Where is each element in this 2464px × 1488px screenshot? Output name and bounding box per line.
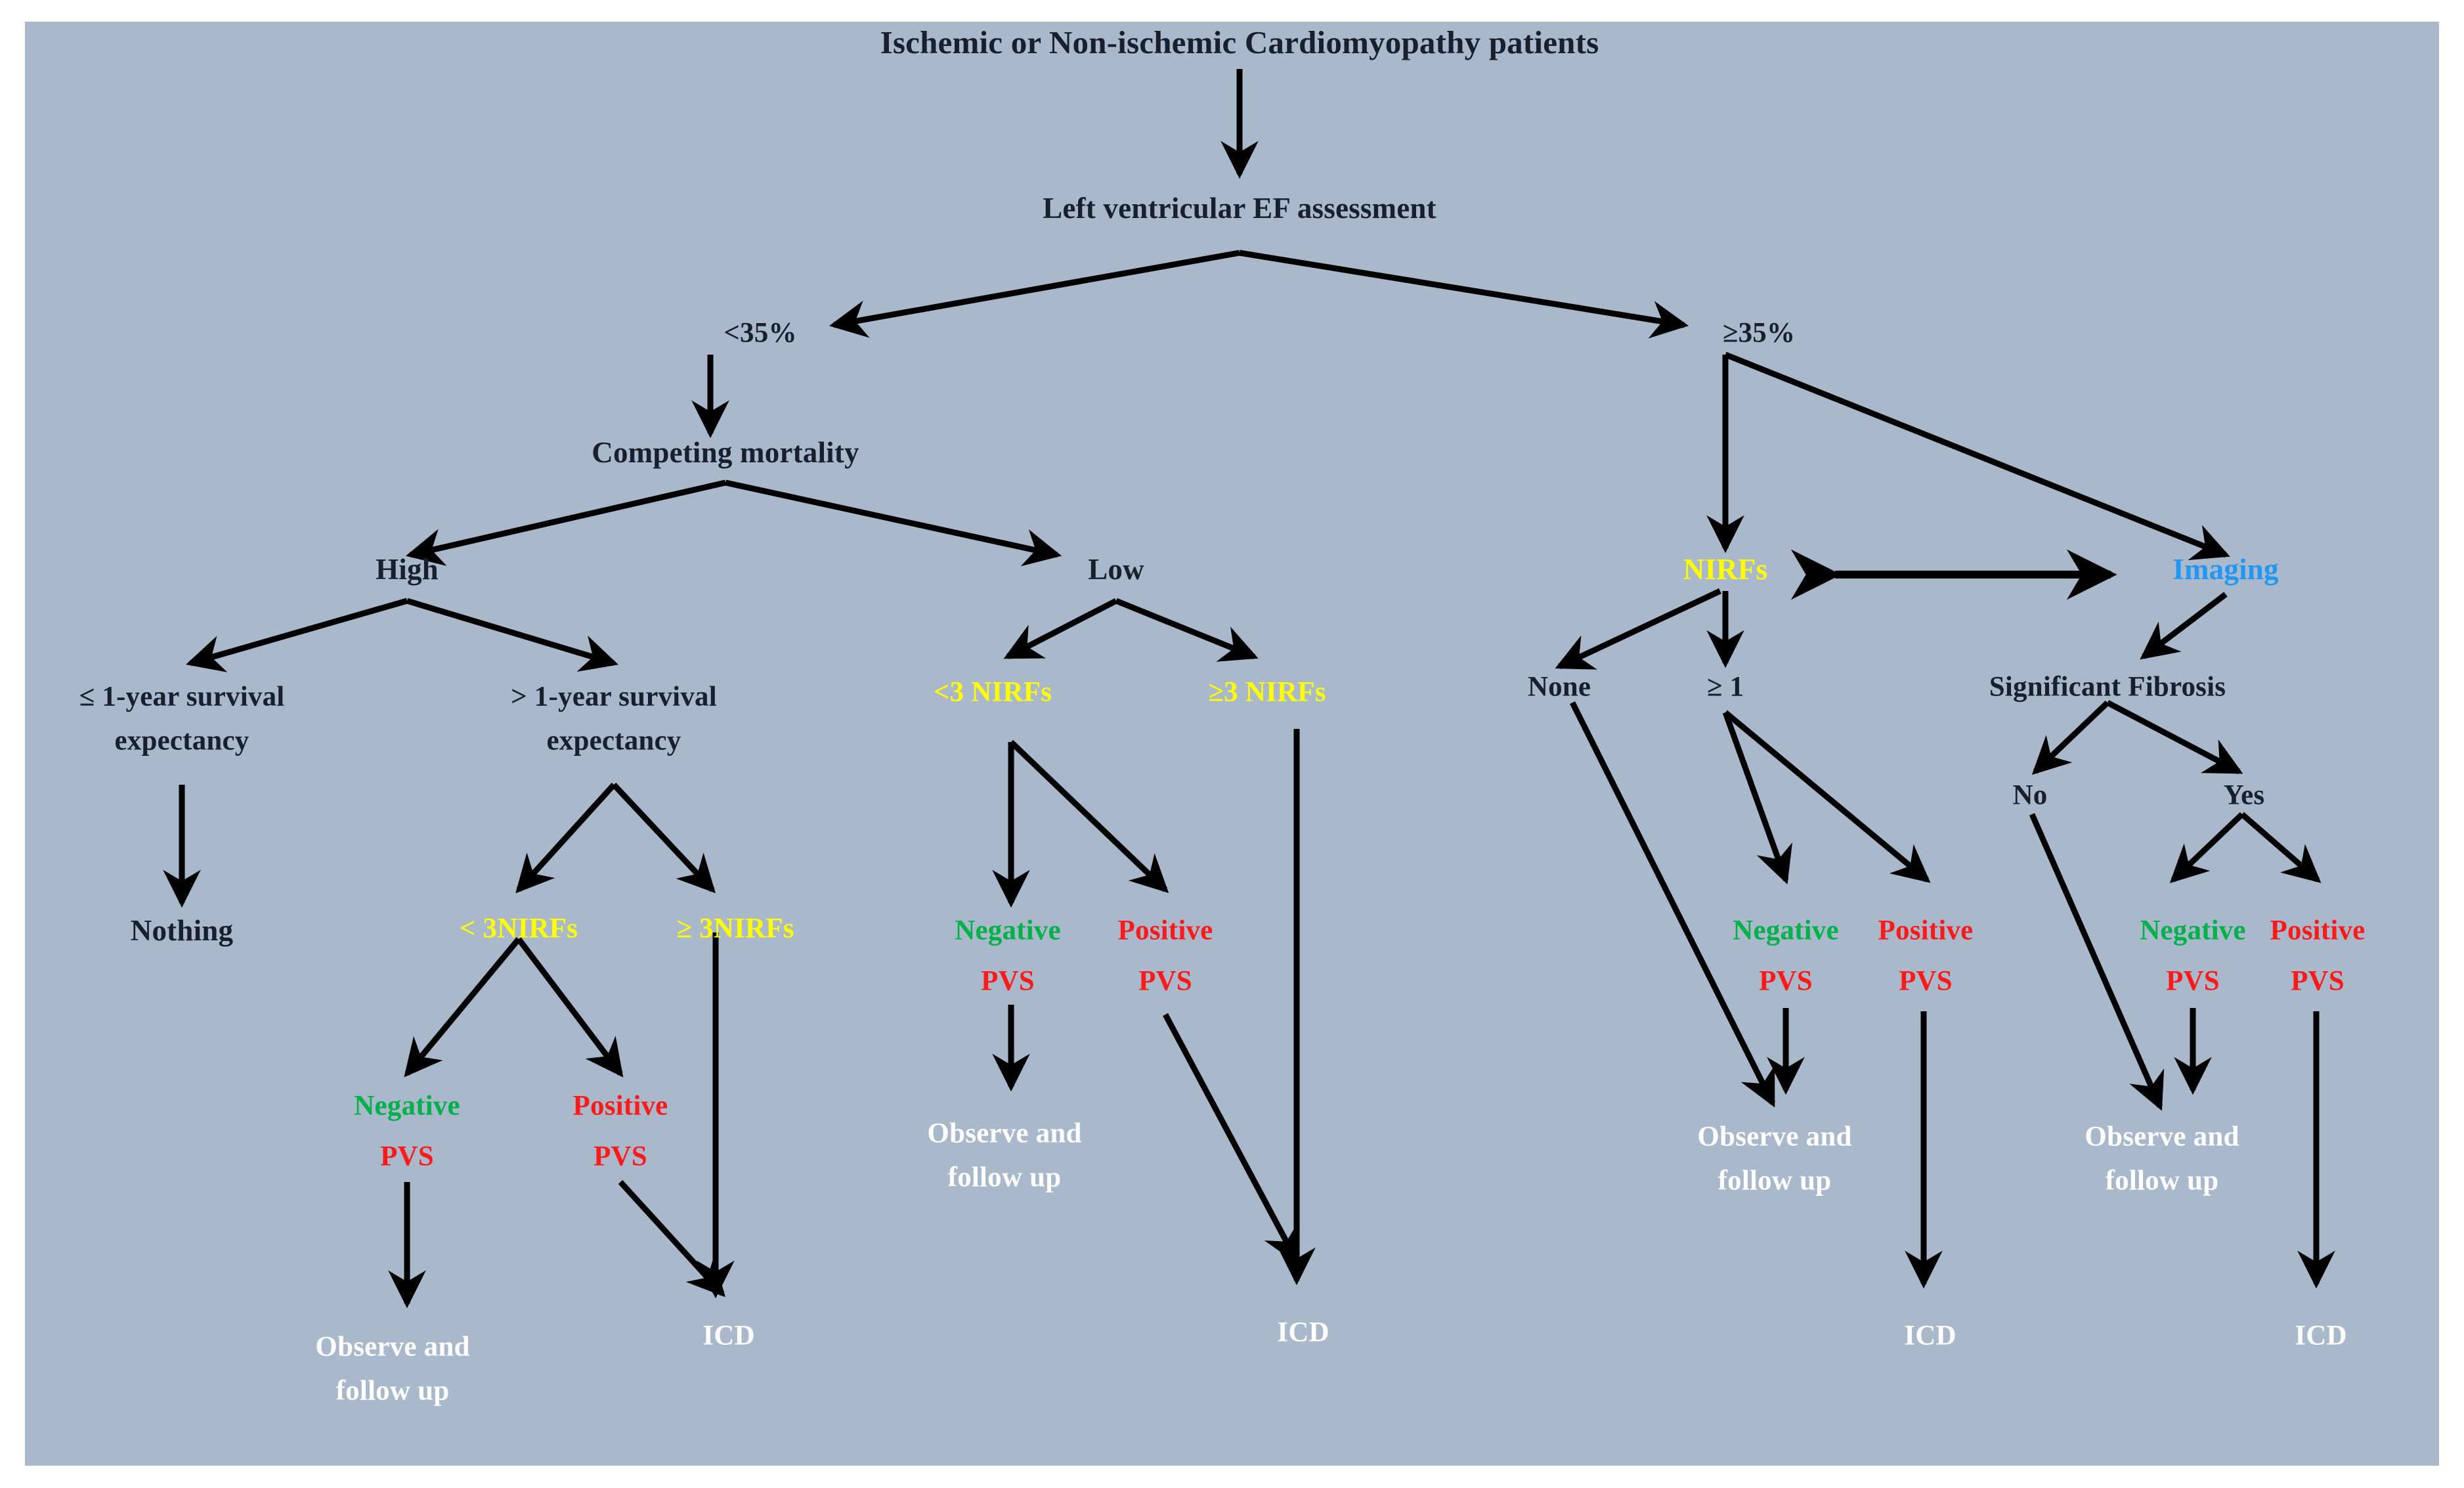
node-imaging: Imaging <box>2172 553 2279 586</box>
node-nirfs-negative: Negative <box>1733 915 1839 946</box>
node-high-positive: Positive <box>573 1090 668 1122</box>
node-root: Ischemic or Non-ischemic Cardiomyopathy … <box>880 24 1599 61</box>
node-low-ge3nirfs: ≥3 NIRFs <box>1208 676 1326 708</box>
node-mortality-low: Low <box>1088 553 1144 586</box>
node-significant-fibrosis: Significant Fibrosis <box>1989 671 2226 703</box>
diagram-panel <box>25 22 2439 1466</box>
node-low-positive: Positive <box>1117 915 1213 946</box>
node-ef-low: <35% <box>724 317 797 349</box>
node-nirfs-positive-pvs: PVS <box>1899 965 1953 997</box>
node-fibrosis-observe: Observe and follow up <box>2085 1121 2239 1196</box>
node-low-negative: Negative <box>955 915 1061 946</box>
node-high-negative-pvs: PVS <box>380 1141 434 1172</box>
node-nirfs: NIRFs <box>1683 553 1768 586</box>
node-nirfs-positive: Positive <box>1878 915 1974 946</box>
node-ef-assessment: Left ventricular EF assessment <box>1043 192 1437 225</box>
node-low-observe: Observe and follow up <box>927 1118 1082 1193</box>
node-nirfs-observe: Observe and follow up <box>1697 1121 1852 1196</box>
node-fibrosis-yes: Yes <box>2223 779 2265 811</box>
node-ef-high: ≥35% <box>1722 317 1796 349</box>
node-low-icd: ICD <box>1277 1317 1329 1348</box>
node-high-ge3nirfs: ≥ 3NIRFs <box>676 913 794 944</box>
node-high-icd: ICD <box>702 1320 755 1351</box>
node-high-lt3nirfs: < 3NIRFs <box>459 913 578 944</box>
node-fibrosis-icd: ICD <box>2295 1320 2347 1351</box>
node-nirfs-none: None <box>1527 671 1591 703</box>
node-nothing: Nothing <box>130 914 234 948</box>
node-nirfs-ge1: ≥ 1 <box>1706 671 1744 703</box>
node-survival-gt-1year: > 1-year survival expectancy <box>511 681 717 756</box>
node-competing-mortality: Competing mortality <box>592 436 859 470</box>
node-mortality-high: High <box>376 553 439 586</box>
node-fibrosis-no: No <box>2012 779 2048 811</box>
node-high-negative: Negative <box>354 1090 460 1122</box>
node-low-negative-pvs: PVS <box>981 965 1035 997</box>
node-nirfs-negative-pvs: PVS <box>1759 965 1813 997</box>
node-low-lt3nirfs: <3 NIRFs <box>933 676 1052 708</box>
node-high-positive-pvs: PVS <box>594 1141 647 1172</box>
node-nirfs-icd: ICD <box>1904 1320 1956 1351</box>
node-low-positive-pvs: PVS <box>1138 965 1192 997</box>
node-fibrosis-positive-pvs: PVS <box>2291 965 2345 997</box>
node-high-observe: Observe and follow up <box>315 1331 470 1406</box>
node-fibrosis-positive: Positive <box>2270 915 2366 946</box>
node-fibrosis-negative-pvs: PVS <box>2166 965 2220 997</box>
node-fibrosis-negative: Negative <box>2140 915 2246 946</box>
node-survival-le-1year: ≤ 1-year survival expectancy <box>79 681 285 756</box>
